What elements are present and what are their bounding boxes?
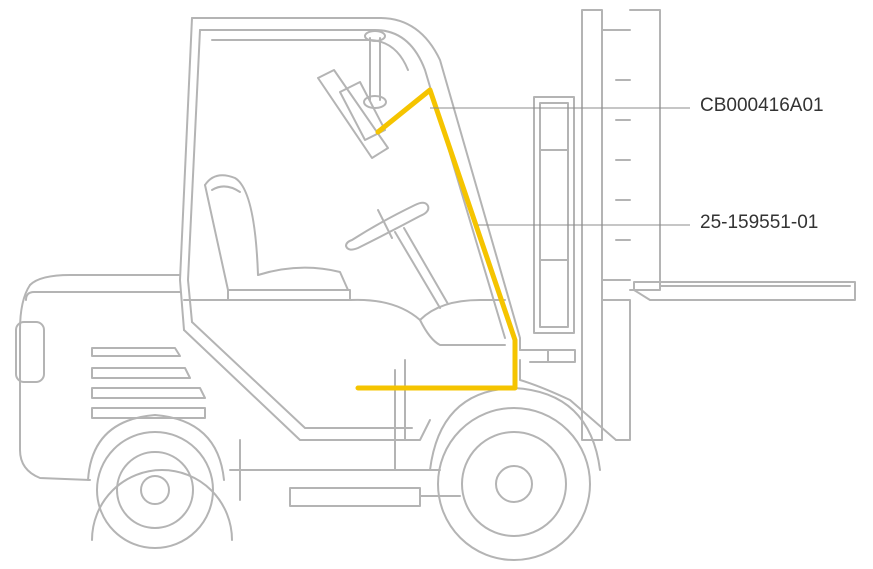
seat	[204, 174, 351, 301]
forklift-body	[15, 274, 617, 507]
rear-wheel	[87, 414, 233, 549]
steering	[345, 201, 449, 309]
part-number-label: CB000416A01	[700, 95, 824, 116]
mirror	[317, 30, 389, 159]
dashboard	[349, 298, 506, 471]
lift-cylinder	[533, 96, 575, 334]
leader-lines	[430, 107, 690, 226]
forks	[633, 281, 856, 301]
front-wheel	[429, 387, 601, 561]
mast	[581, 9, 661, 441]
highlighted-harness	[355, 87, 518, 391]
grille	[91, 347, 206, 419]
part-number-label: 25-159551-01	[700, 212, 819, 233]
